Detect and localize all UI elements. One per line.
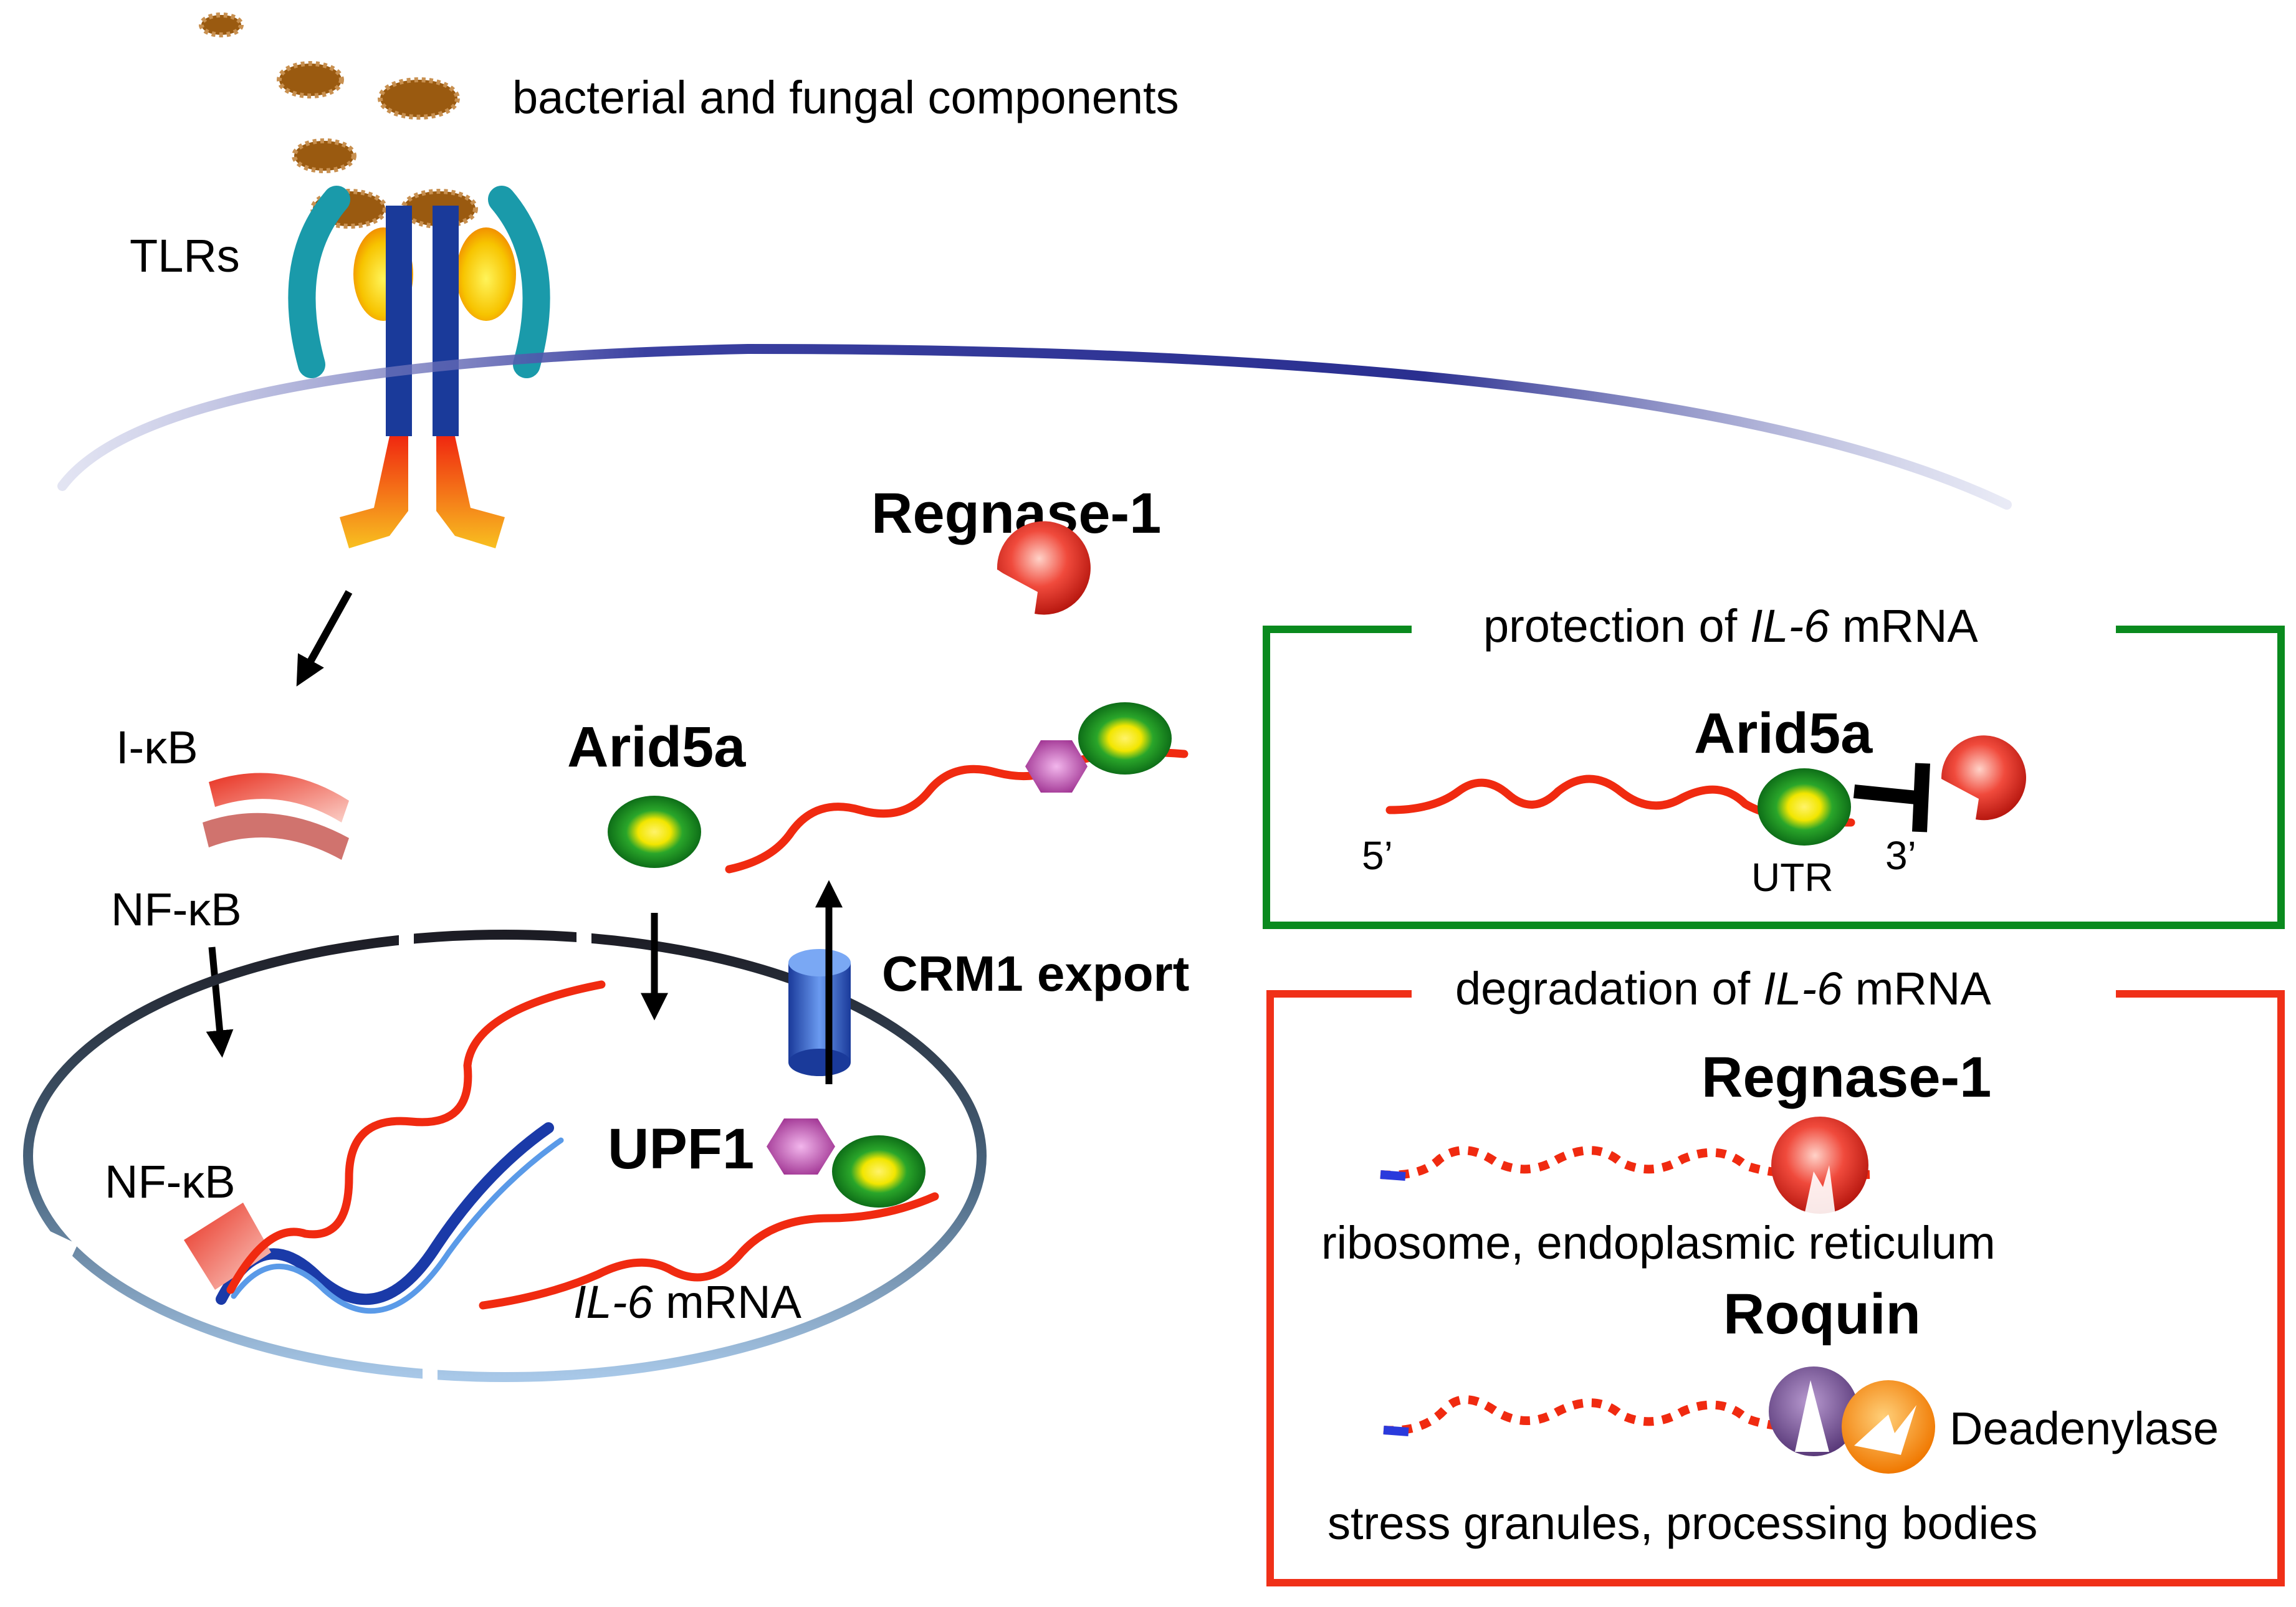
label-bacterial-components: bacterial and fungal components xyxy=(512,72,1179,123)
arid5a-protein-icon xyxy=(1758,768,1851,846)
nascent-mrna xyxy=(226,980,606,1294)
dna-strand xyxy=(216,1122,564,1314)
label-arid5a-cyto: Arid5a xyxy=(567,715,746,779)
bacterium-icon xyxy=(292,138,356,173)
label-upf1: UPF1 xyxy=(608,1117,754,1181)
inhibition-bar xyxy=(1912,763,1930,832)
roquin-pacman-icon xyxy=(1769,1366,1858,1456)
label-nfkb-cyto: NF-κB xyxy=(111,884,242,935)
protection-arid5a-label: Arid5a xyxy=(1694,702,1873,765)
degradation-title: degradation of IL-6 mRNA xyxy=(1455,963,1991,1014)
nucleus-envelope xyxy=(23,930,987,1382)
utr-label: UTR xyxy=(1751,855,1834,900)
upf1-hexagon-icon xyxy=(767,1118,835,1175)
ikb-protein-icon xyxy=(203,773,349,860)
regnase-pacman-icon xyxy=(1941,735,2026,821)
protection-title: protection of IL-6 mRNA xyxy=(1483,600,1978,652)
label-ikb: I-κB xyxy=(116,722,198,773)
regnase-location-label: ribosome, endoplasmic reticulum xyxy=(1321,1217,1996,1269)
roquin-location-label: stress granules, processing bodies xyxy=(1327,1497,2037,1549)
nfkb-translocation-arrow xyxy=(206,947,234,1058)
bacterium-icon xyxy=(199,12,244,37)
protection-mrna xyxy=(1385,775,1855,827)
label-il6-mrna: IL-6 mRNA xyxy=(573,1276,802,1328)
arid5a-protein-icon xyxy=(832,1135,926,1208)
arid5a-protein-icon xyxy=(608,796,701,868)
label-crm1-export: CRM1 export xyxy=(882,946,1189,1001)
three-prime-label: 3’ xyxy=(1885,833,1916,878)
bacterium-icon xyxy=(378,77,460,120)
arid5a-protein-icon xyxy=(1078,702,1172,775)
regnase-pacman-icon xyxy=(1771,1117,1868,1215)
crm1-channel-icon xyxy=(788,949,851,1076)
il6-mrna-nuclear xyxy=(479,1192,939,1310)
degradation-regnase-label: Regnase-1 xyxy=(1701,1046,1991,1109)
tlr-receptor-icon xyxy=(288,186,550,548)
deadenylase-pacman-icon xyxy=(1842,1380,1935,1474)
deadenylase-label: Deadenylase xyxy=(1949,1403,2219,1454)
bacterium-icon xyxy=(277,61,344,98)
inhibition-line xyxy=(1853,784,1918,804)
degradation-panel: degradation of IL-6 mRNA Regnase-1 ribos… xyxy=(1266,963,2285,1586)
nfkb-nuclear-icon xyxy=(184,1203,271,1290)
five-prime-label: 5’ xyxy=(1362,833,1393,878)
nuclear-pores xyxy=(43,925,983,1390)
roquin-label: Roquin xyxy=(1723,1282,1921,1346)
label-nfkb-nuclear: NF-κB xyxy=(105,1156,236,1208)
signal-arrow xyxy=(296,590,353,687)
cell-membrane xyxy=(57,343,2012,510)
degraded-mrna-2 xyxy=(1383,1395,1895,1435)
label-tlrs: TLRs xyxy=(130,230,240,282)
regnase-pacman-icon xyxy=(997,521,1091,619)
protection-panel: protection of IL-6 mRNA Arid5a 5’ UTR 3’ xyxy=(1263,600,2285,929)
upf1-hexagon-icon xyxy=(1025,740,1088,793)
